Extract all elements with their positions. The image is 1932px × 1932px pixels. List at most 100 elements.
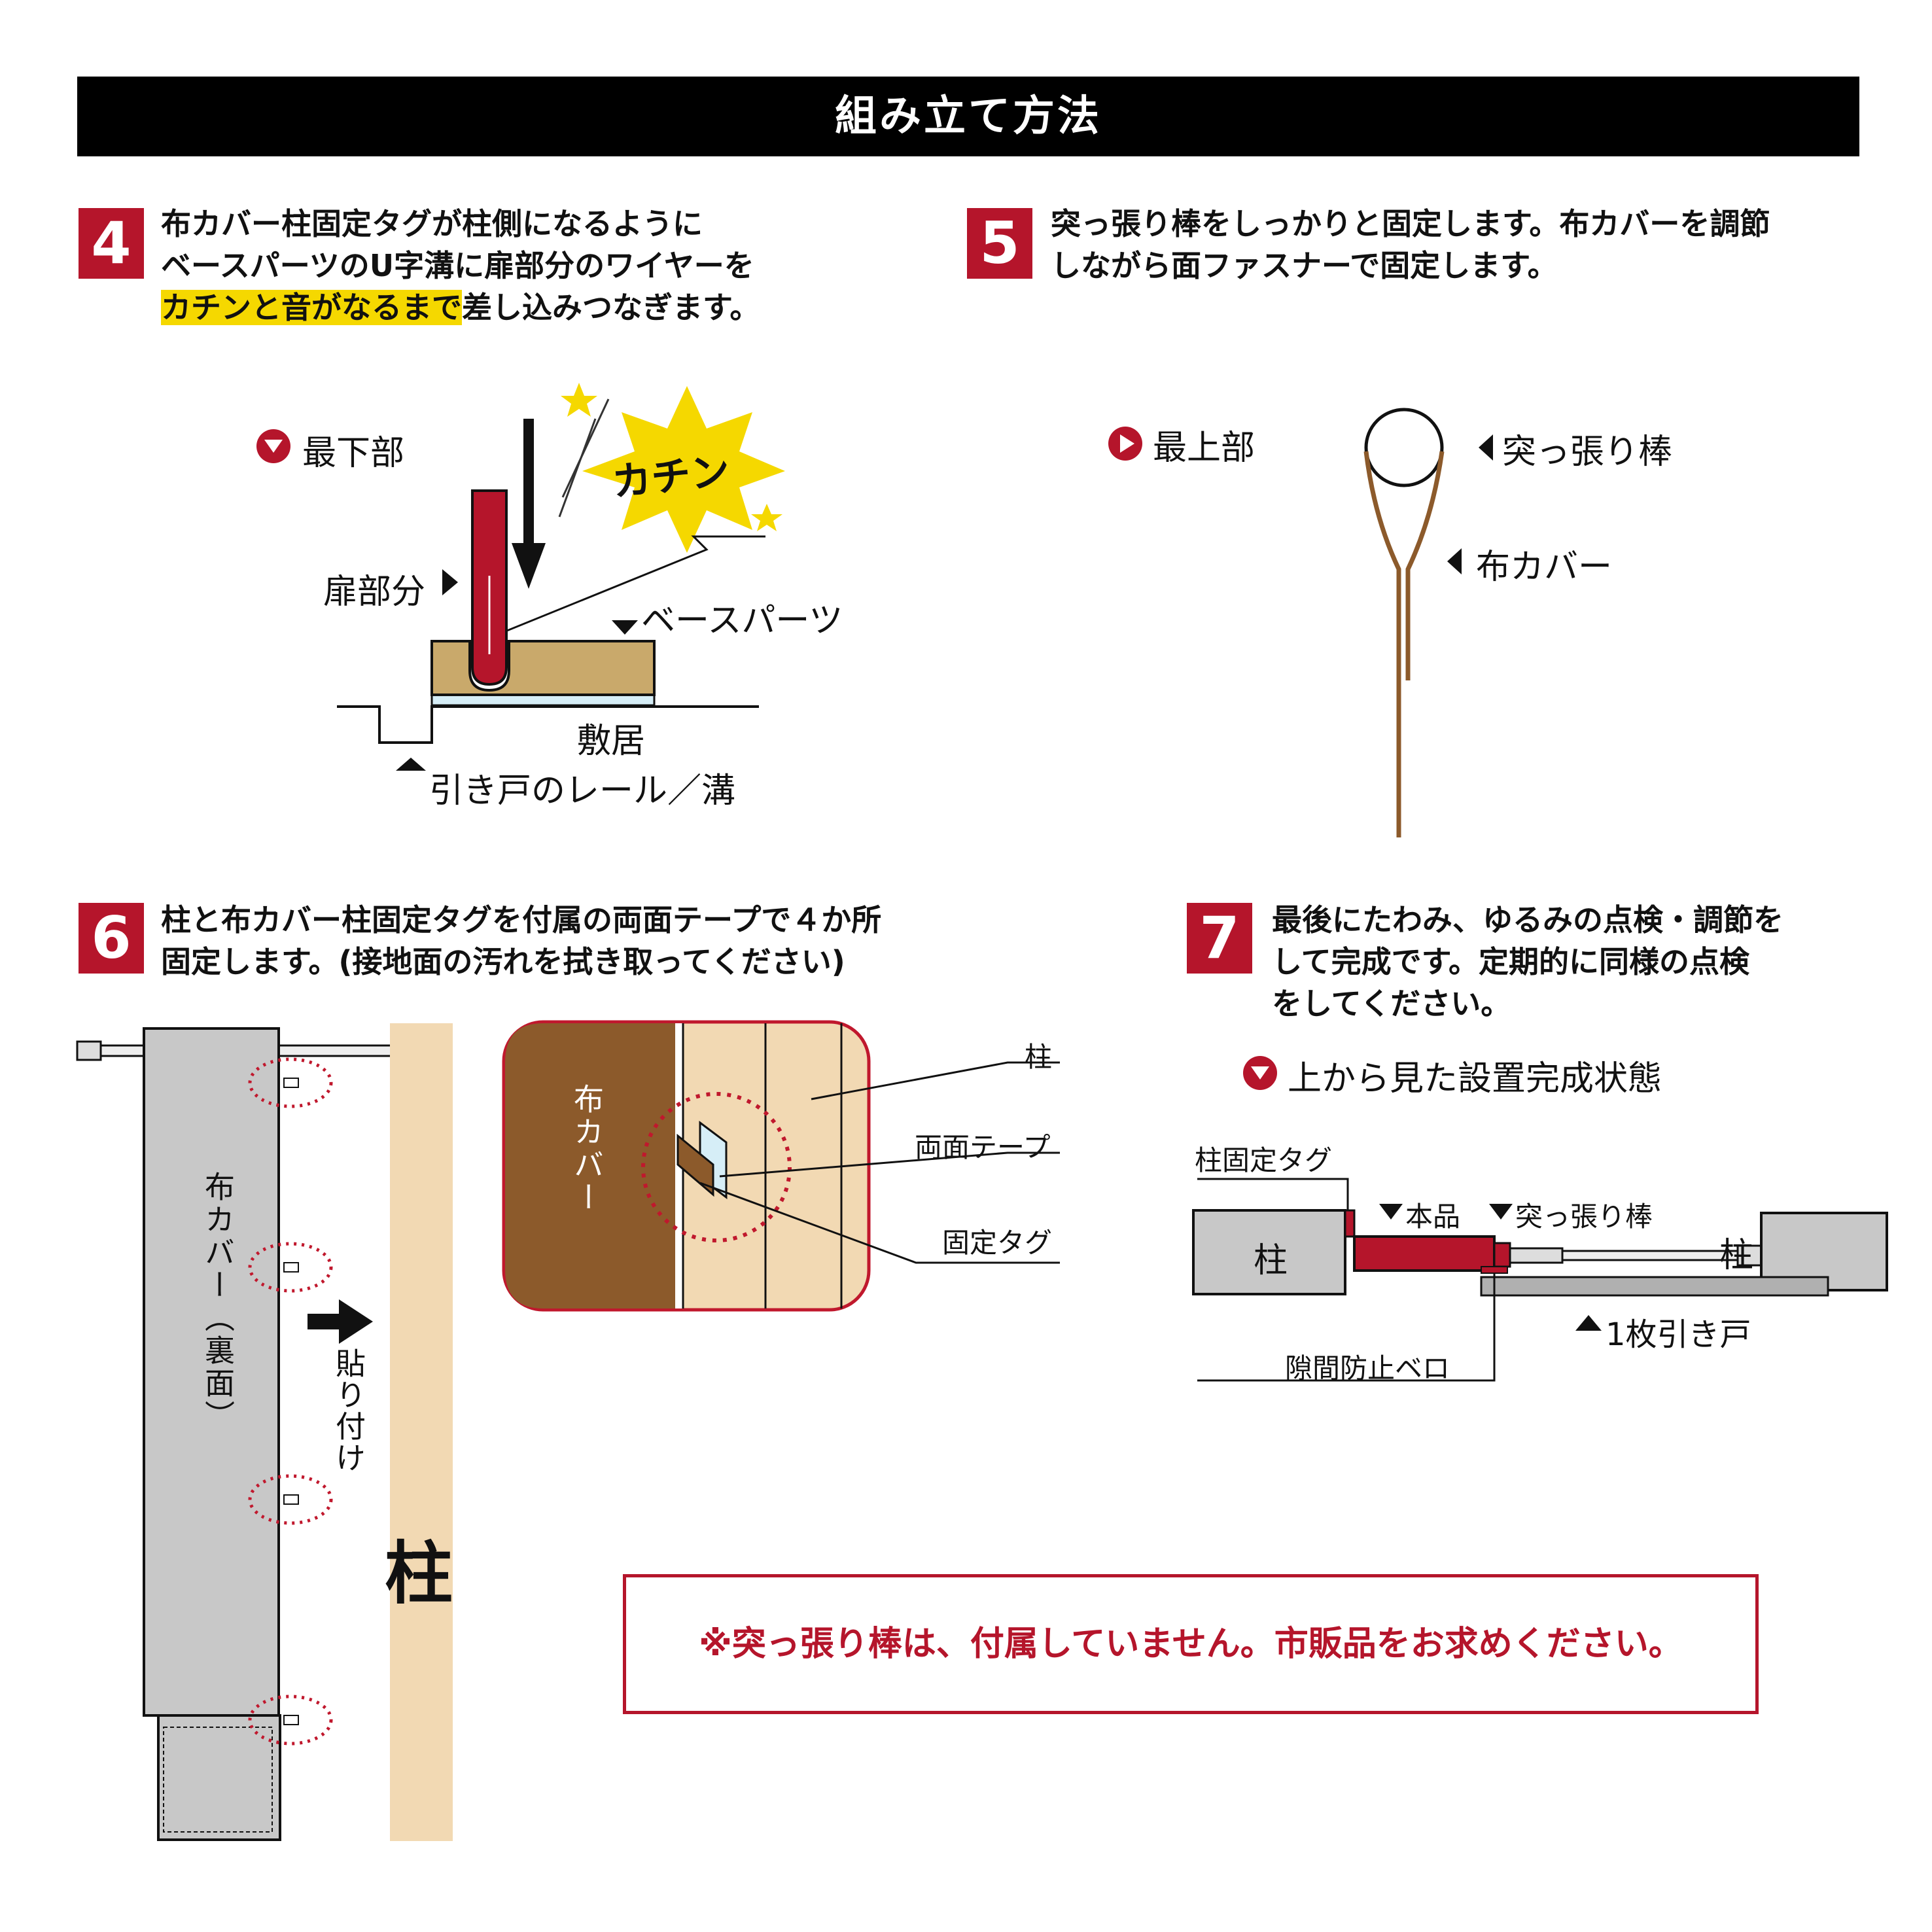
insert-arrow-head (512, 543, 546, 589)
fixing-tag (283, 1262, 299, 1273)
fig6-diagram (76, 1020, 1060, 1841)
step-7-text: 最後にたわみ、ゆるみの点検・調節を して完成です。定期的に同様の点検 をしてくだ… (1272, 899, 1783, 1025)
attach-arrow-shaft (307, 1314, 340, 1329)
rod-end-cap (76, 1040, 102, 1061)
highlight-ring (248, 1242, 333, 1293)
sliding-door (1480, 1276, 1829, 1297)
fig7-gap-label: 隙間防止ベロ (1285, 1352, 1450, 1384)
right-triangle-icon (442, 569, 458, 595)
down-triangle-icon (1489, 1204, 1513, 1220)
step-4-text: 布カバー柱固定タグが柱側になるように ベースパーツのU字溝に扉部分のワイヤーを … (161, 203, 760, 328)
fig7-diagram (1192, 1056, 1888, 1382)
left-triangle-icon (1479, 434, 1493, 461)
product-tip (1493, 1242, 1511, 1268)
step-4-line3: 差し込みつなぎます。 (462, 290, 760, 325)
click-starburst-icon (582, 386, 785, 553)
highlight-ring (248, 1695, 333, 1746)
fig5-cover-label: 布カバー (1476, 548, 1613, 587)
fig4-door-label: 扉部分 (323, 572, 426, 612)
right-arrow-icon-glyph (1120, 434, 1134, 453)
step-5-badge: 5 (967, 208, 1032, 279)
step-4-line1: 布カバー柱固定タグが柱側になるように (161, 206, 703, 241)
fig4-diagram (256, 383, 785, 771)
base-part (430, 640, 656, 696)
notice-box: ※突っ張り棒は、付属していません。市販品をお求めください。 (623, 1574, 1759, 1714)
fig5-top-label: 最上部 (1153, 429, 1256, 468)
base-box (157, 1714, 281, 1841)
down-triangle-icon (612, 620, 638, 635)
step-6-line2: 固定します。(接地面の汚れを拭き取ってください) (161, 944, 845, 979)
fig6-callout-tape: 両面テープ (915, 1131, 1051, 1163)
rod-end-left (1509, 1247, 1564, 1264)
motion-line (558, 418, 597, 518)
pillar-tag (1344, 1209, 1356, 1238)
rod-cross-section (1364, 408, 1444, 487)
notice-text: ※突っ張り棒は、付属していません。市販品をお求めください。 (699, 1625, 1683, 1664)
step-4-badge: 4 (79, 208, 144, 279)
pillar (390, 1023, 453, 1841)
fig4-bottom-label: 最下部 (302, 434, 405, 473)
step-7-line2: して完成です。定期的に同様の点検 (1272, 944, 1750, 979)
step-5-line1: 突っ張り棒をしっかりと固定します。布カバーを調節 (1051, 206, 1770, 241)
callout-line-flap (1197, 1273, 1496, 1382)
star-icon (751, 504, 782, 531)
product-body (1353, 1235, 1496, 1272)
attach-arrow-head (339, 1299, 373, 1344)
step-5-text: 突っ張り棒をしっかりと固定します。布カバーを調節 しながら面ファスナーで固定しま… (1051, 203, 1770, 287)
fig7-door-label: 1枚引き戸 (1606, 1316, 1751, 1353)
step-7-line3: をしてください。 (1272, 986, 1511, 1021)
up-triangle-icon (396, 758, 426, 771)
step-7-line1: 最後にたわみ、ゆるみの点検・調節を (1272, 902, 1783, 938)
star-icon (561, 383, 597, 417)
step-4-line2: ベースパーツのU字溝に扉部分のワイヤーを (161, 248, 754, 283)
header-bar: 組み立て方法 (77, 77, 1859, 156)
fig6-attach-label: 貼り付け (331, 1348, 366, 1473)
highlight-ring (248, 1474, 333, 1525)
page-title: 組み立て方法 (835, 92, 1102, 141)
callout-line-pillar (811, 1061, 1060, 1100)
tension-rod (1561, 1250, 1740, 1261)
fixing-tag (283, 1715, 299, 1725)
fig7-rod-label: 突っ張り棒 (1515, 1201, 1653, 1233)
step-6-line1: 柱と布カバー柱固定タグを付属の両面テープで４か所 (161, 902, 882, 938)
fig4-rail-label: 引き戸のレール／溝 (429, 771, 736, 811)
callout-line-tape (719, 1151, 1060, 1178)
callout-line-tag (699, 1182, 1060, 1264)
fixing-tag (283, 1494, 299, 1505)
detail-highlight-ring (641, 1092, 792, 1242)
cover-strand-right (1405, 451, 1445, 680)
fig7-pillar-right: 柱 (1719, 1236, 1754, 1275)
step-7-badge: 7 (1187, 903, 1252, 974)
cover-panel (143, 1027, 280, 1717)
highlight-ring (248, 1057, 333, 1108)
base-box-inner (163, 1727, 273, 1833)
fig6-cover-label: 布カバー（裏面） (200, 1171, 236, 1433)
fig5-rod-label: 突っ張り棒 (1502, 432, 1673, 472)
detail-cover (505, 1023, 675, 1308)
fig7-tag-label: 柱固定タグ (1195, 1144, 1333, 1176)
cover-strand-left (1363, 451, 1401, 837)
insert-arrow-shaft (523, 419, 534, 550)
down-arrow-icon-glyph (1251, 1066, 1269, 1080)
fig5-diagram (1108, 408, 1493, 837)
fig7-view-label: 上から見た設置完成状態 (1288, 1059, 1662, 1098)
down-arrow-icon-glyph (264, 440, 283, 453)
fixing-tag (283, 1078, 299, 1088)
down-triangle-icon (1379, 1204, 1403, 1220)
fig6-callout-tag: 固定タグ (942, 1227, 1053, 1259)
fig4-base-label: ベースパーツ (641, 601, 843, 641)
leader-line (497, 535, 765, 636)
step-5-line2: しながら面ファスナーで固定します。 (1051, 248, 1558, 283)
step-6-text: 柱と布カバー柱固定タグを付属の両面テープで４か所 固定します。(接地面の汚れを拭… (161, 899, 881, 983)
left-triangle-icon (1447, 548, 1462, 574)
step-4-highlight: カチンと音がなるまで (161, 290, 462, 325)
step-6-badge: 6 (79, 903, 144, 974)
fig7-pillar-left: 柱 (1254, 1241, 1288, 1280)
fig6-callout-pillar: 柱 (1025, 1041, 1053, 1073)
rail-outline (337, 705, 759, 744)
fig6-pillar-label: 柱 (385, 1534, 453, 1613)
detail-tag (676, 1133, 714, 1197)
up-triangle-icon (1575, 1315, 1602, 1331)
fig6-detail-cover: 布カバー (569, 1083, 605, 1214)
fig4-sill-label: 敷居 (577, 722, 646, 761)
